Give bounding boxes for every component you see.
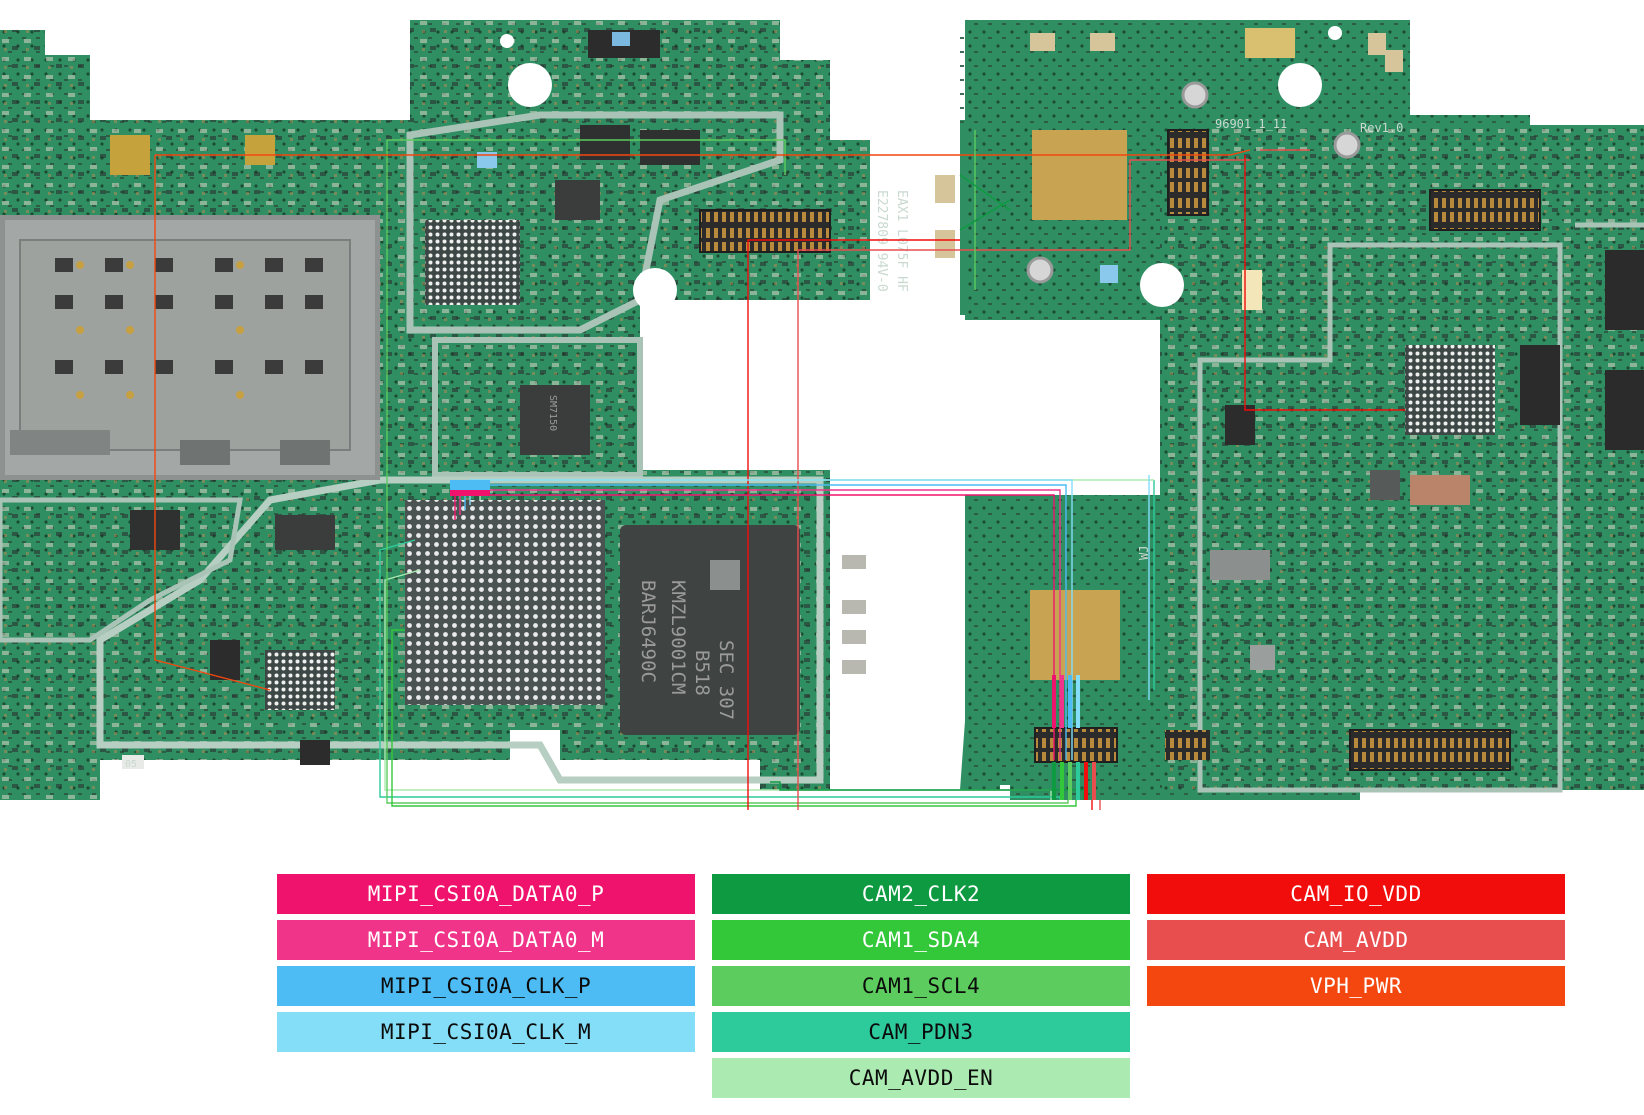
- board-to-board-connector-right: [1167, 129, 1209, 216]
- svg-text:SM7150: SM7150: [547, 395, 558, 431]
- connector-silk-2: EAX1 L075F HF: [894, 190, 909, 292]
- silk-label-part: 96901_1_11: [1215, 117, 1287, 131]
- camera-connector: [1034, 727, 1118, 763]
- memory-marking-2: B518: [691, 650, 713, 696]
- silk-label-rev: Rev1.0: [1360, 121, 1403, 135]
- mounting-hole: [508, 63, 552, 107]
- legend-entry: VPH_PWR: [1147, 966, 1565, 1006]
- legend-entry: MIPI_CSI0A_CLK_P: [277, 966, 695, 1006]
- soc-chip: [405, 500, 605, 705]
- rf-connector: [1333, 131, 1361, 159]
- legend-entry: CAM2_CLK2: [712, 874, 1130, 914]
- mounting-hole: [1140, 263, 1184, 307]
- mounting-hole: [1328, 26, 1342, 40]
- connector-silk-1: E227809 94V-0: [874, 190, 889, 292]
- memory-marking-3: KMZL9001CM: [667, 580, 689, 694]
- legend-entry: CAM_AVDD_EN: [712, 1058, 1130, 1098]
- legend-entry: CAM_IO_VDD: [1147, 874, 1565, 914]
- silk-label-wj: WJ: [1137, 546, 1151, 560]
- memory-chip: SEC 307 B518 KMZL9001CM BARJ6490C: [620, 525, 800, 735]
- mounting-hole: [633, 268, 677, 312]
- pcb-board-diagram: SM7150 SEC 307 B518 KMZL9001CM BARJ6490C: [0, 20, 1644, 810]
- memory-marking-1: SEC 307: [715, 640, 737, 720]
- sim-card-tray: [0, 135, 380, 480]
- legend-entry: MIPI_CSI0A_DATA0_M: [277, 920, 695, 960]
- board-to-board-connector-left: [699, 209, 831, 253]
- camera-connector-fanout: [1052, 675, 1096, 800]
- legend-entry: CAM1_SCL4: [712, 966, 1130, 1006]
- legend-entry: CAM_AVDD: [1147, 920, 1565, 960]
- legend-entry: MIPI_CSI0A_CLK_M: [277, 1012, 695, 1052]
- left-board: SM7150 SEC 307 B518 KMZL9001CM BARJ6490C: [0, 20, 909, 800]
- mounting-hole: [1278, 63, 1322, 107]
- rf-connector: [1026, 256, 1054, 284]
- rf-connector: [1181, 81, 1209, 109]
- legend-entry: MIPI_CSI0A_DATA0_P: [277, 874, 695, 914]
- legend-entry: CAM1_SDA4: [712, 920, 1130, 960]
- memory-marking-4: BARJ6490C: [637, 580, 659, 683]
- soc-pad-highlights: [450, 480, 490, 496]
- mounting-hole: [500, 34, 514, 48]
- silk-label-05: 05: [125, 759, 137, 770]
- legend-entry: CAM_PDN3: [712, 1012, 1130, 1052]
